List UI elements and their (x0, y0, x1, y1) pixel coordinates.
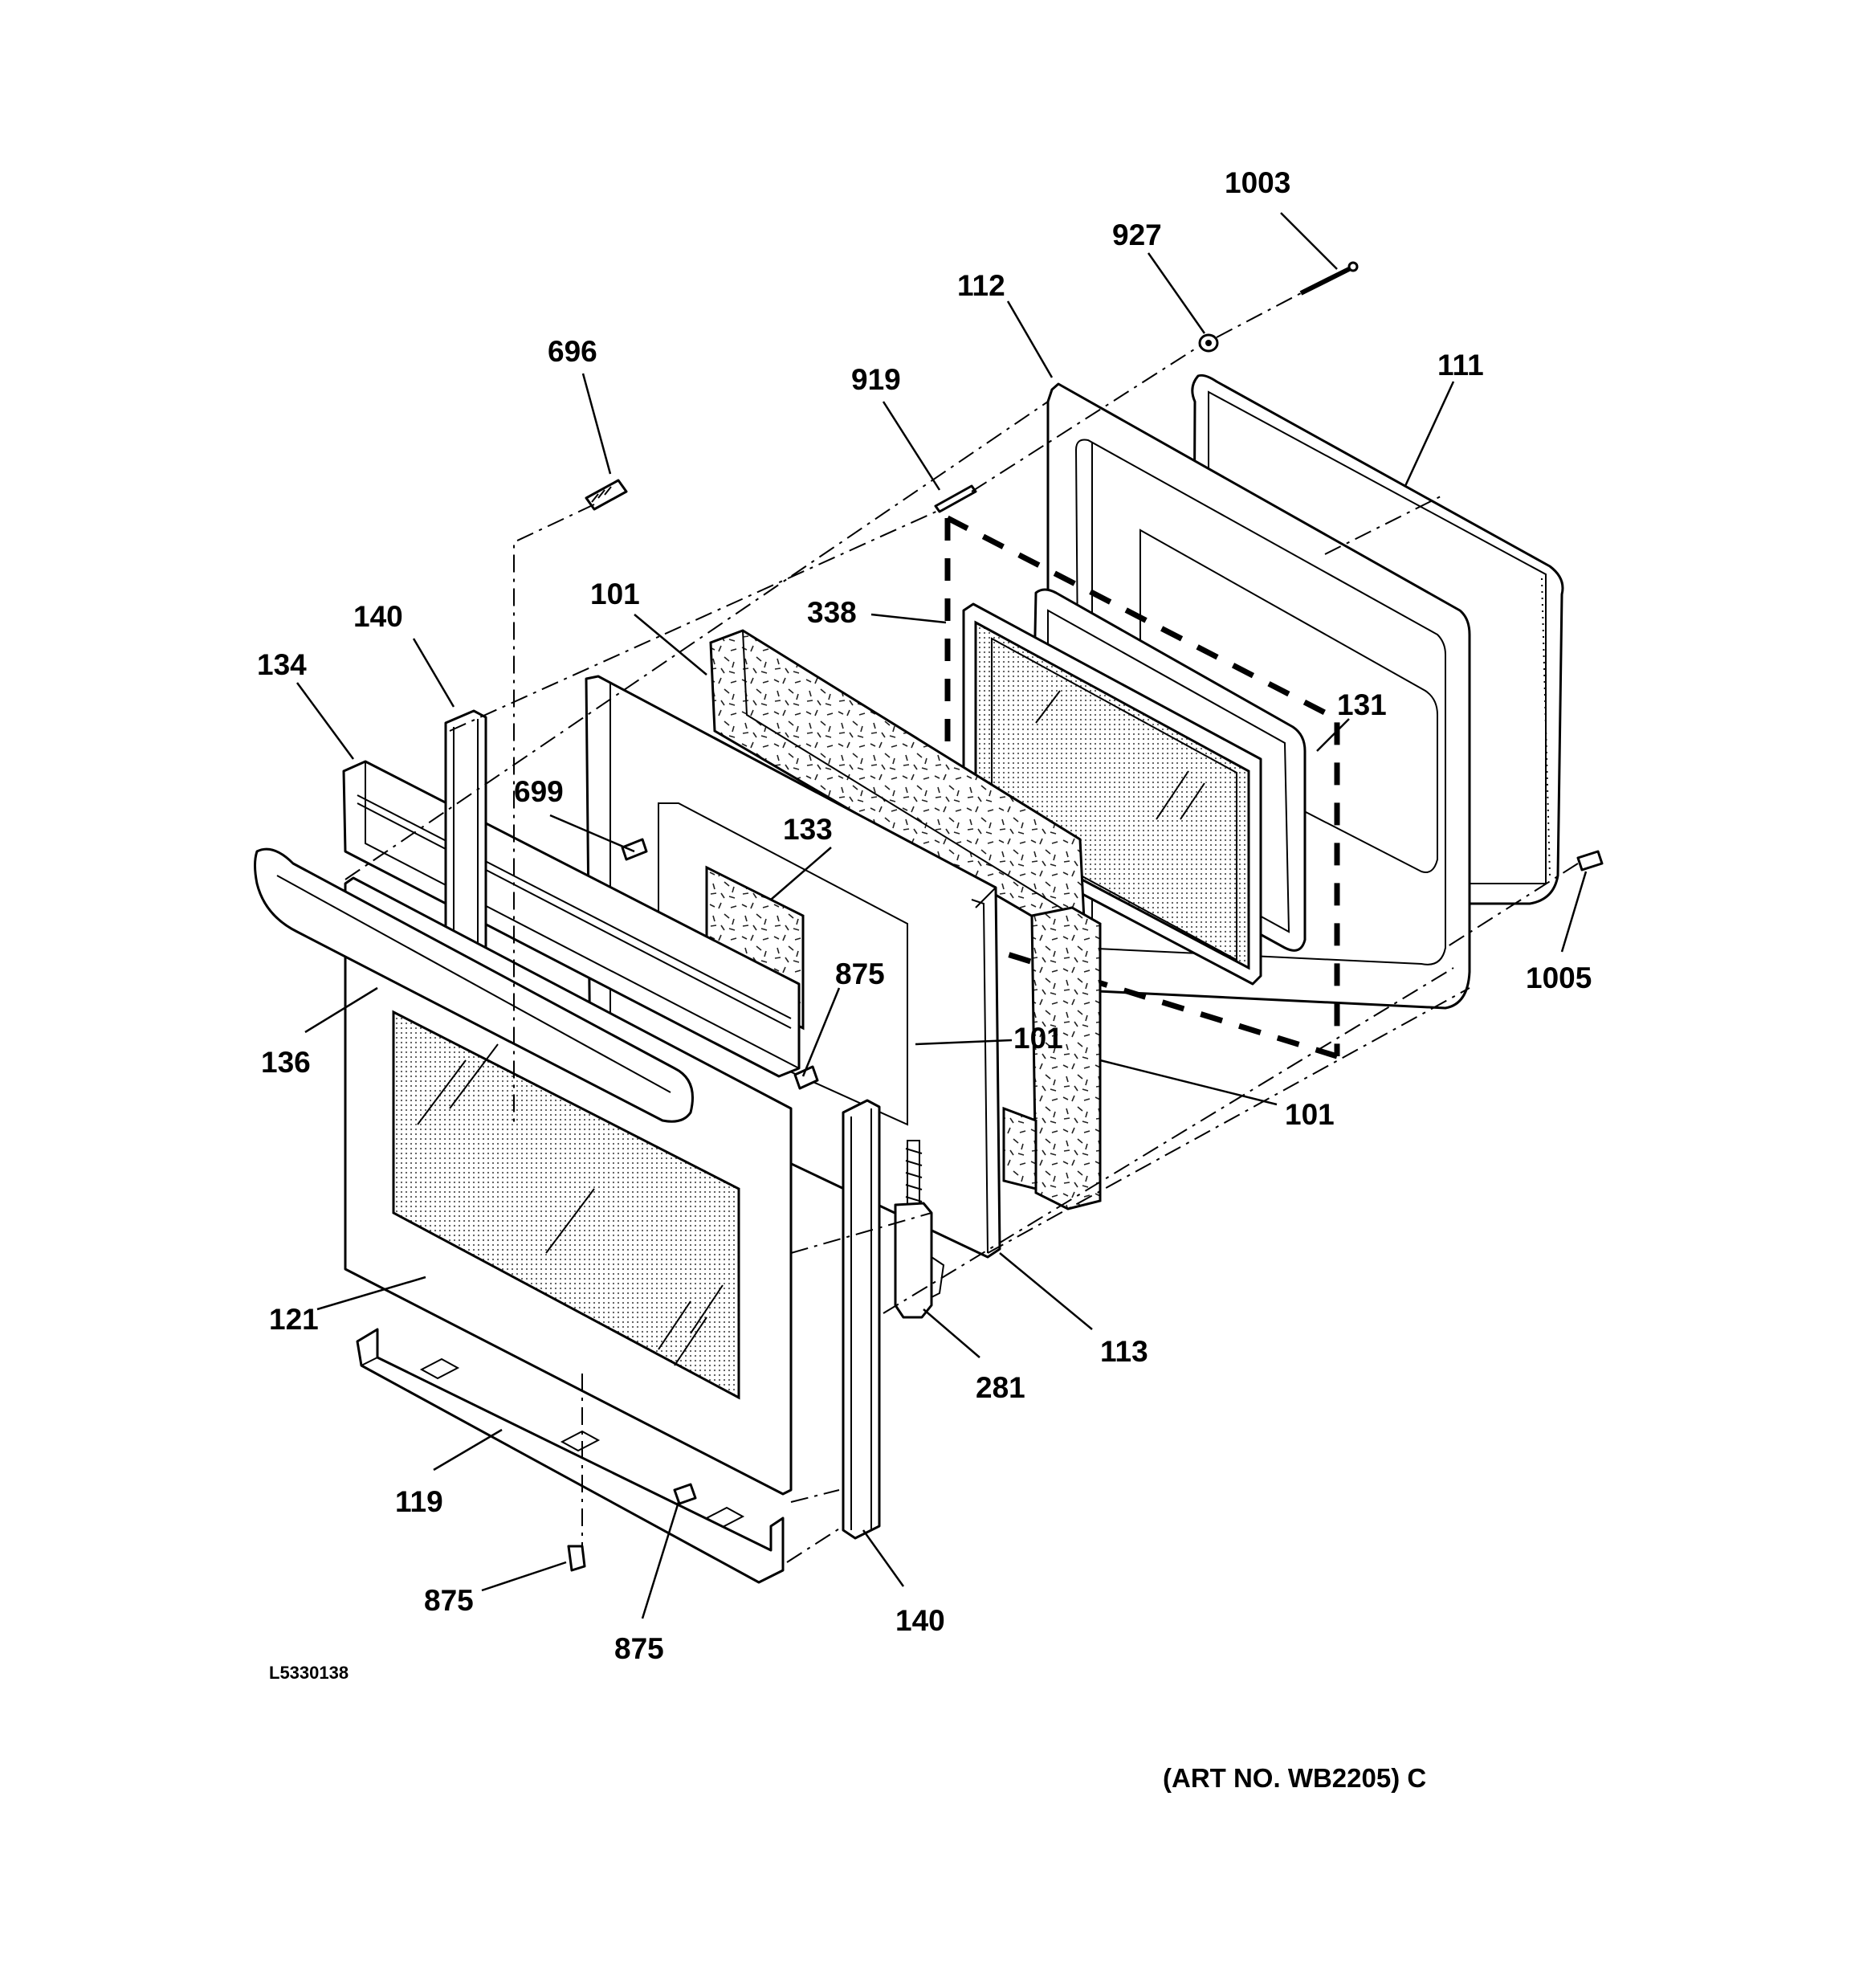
outer-door-glass-121 (344, 876, 793, 1496)
callout-1003: 1003 (1225, 166, 1290, 199)
callout-119: 119 (395, 1485, 443, 1518)
callout-101-middle: 101 (1013, 1022, 1063, 1055)
callout-875-left: 875 (424, 1584, 474, 1617)
callout-101-top: 101 (590, 578, 640, 610)
callout-919: 919 (851, 363, 901, 396)
callout-699: 699 (514, 775, 564, 808)
callout-696: 696 (548, 335, 597, 368)
callout-121: 121 (269, 1303, 319, 1336)
art-number: (ART NO. WB2205) C (1163, 1763, 1426, 1793)
callout-140-bottom: 140 (895, 1604, 945, 1637)
callout-927: 927 (1112, 218, 1162, 251)
screw-875-lower-right (673, 1483, 697, 1505)
alignment-lines (344, 292, 1579, 1563)
callout-875-right: 875 (614, 1632, 664, 1665)
callout-140-top: 140 (353, 600, 403, 633)
callout-133: 133 (783, 813, 833, 846)
drawing-code: L5330138 (269, 1663, 349, 1683)
screw-1005 (1576, 850, 1604, 872)
leader-lines (296, 212, 1588, 1619)
callout-101-lower: 101 (1285, 1098, 1335, 1131)
callout-131: 131 (1337, 688, 1387, 721)
washer-927 (1198, 333, 1219, 353)
side-channel-140-right (842, 1099, 881, 1540)
insulation-101-right-strip (1002, 906, 1102, 1210)
callout-1005: 1005 (1526, 961, 1592, 994)
callout-281: 281 (976, 1371, 1025, 1404)
callout-136: 136 (261, 1046, 311, 1079)
callout-112: 112 (957, 269, 1005, 302)
screw-699 (621, 838, 648, 861)
callout-111: 111 (1437, 349, 1484, 382)
screw-1003 (1299, 261, 1359, 296)
callout-134: 134 (257, 648, 307, 681)
callout-113: 113 (1100, 1335, 1148, 1368)
callout-338: 338 (807, 596, 857, 629)
callout-labels: 1003 927 112 111 696 919 101 338 140 134… (257, 166, 1592, 1793)
pin-919 (934, 484, 977, 513)
door-handle-136 (254, 847, 694, 1123)
screw-875-lower-left (567, 1545, 586, 1572)
bottom-trim-119 (356, 1328, 785, 1584)
callout-875-upper: 875 (835, 957, 885, 990)
